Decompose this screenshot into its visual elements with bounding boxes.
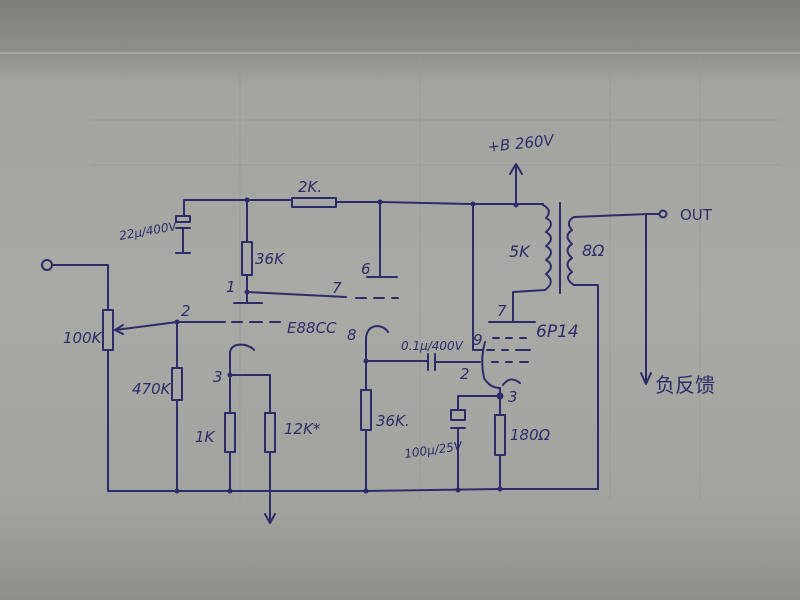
output-terminal — [658, 209, 668, 219]
plate-resistor — [241, 241, 253, 276]
wiper-arrow — [114, 321, 178, 335]
output-grid-resistor-label: 36K. — [376, 412, 410, 430]
secondary-label: 8Ω — [582, 241, 605, 260]
pin-label: 3 — [508, 388, 518, 406]
pin-label: 8 — [347, 326, 357, 344]
input-wire — [51, 264, 109, 311]
grid-resistor-label: 470K — [132, 380, 172, 398]
paper-edge — [0, 52, 800, 54]
pin-label: 3 — [213, 368, 223, 386]
output-cathode-resistor-label: 180Ω — [510, 426, 551, 444]
node — [244, 289, 250, 295]
plate-resistor-label: 36K — [255, 250, 285, 268]
decoupling-resistor-label: 2K. — [298, 178, 322, 196]
decoupling-cap-label: 22µ/400V — [118, 219, 178, 243]
feedback-arrow — [640, 213, 652, 385]
pin-label: 2 — [460, 365, 470, 383]
cathode-resistor-label: 1K — [195, 428, 216, 446]
primary-coil — [542, 204, 552, 291]
e88cc-plate1 — [233, 291, 399, 304]
p14-label: 6P14 — [536, 322, 579, 342]
volume-pot — [102, 309, 114, 351]
feedback-resistor-label: 12K* — [284, 420, 321, 438]
p14-cathode — [481, 341, 521, 389]
p14-grids — [472, 203, 531, 363]
pin-label: 9 — [473, 331, 483, 349]
secondary-ground — [573, 284, 599, 490]
cathode-resistor — [224, 412, 236, 453]
pin-label: 6 — [361, 260, 371, 278]
supply-rail — [246, 199, 544, 205]
output-cathode-cap-label: 100µ/25V — [403, 439, 463, 461]
node — [174, 488, 180, 494]
output-label: OUT — [680, 206, 713, 224]
grid-resistor — [171, 367, 183, 401]
output-cathode-resistor — [494, 414, 506, 456]
ground-rail — [107, 488, 599, 492]
supply-arrow — [509, 163, 523, 206]
output-cathode-cap — [450, 395, 501, 491]
e88cc-cathode2 — [365, 325, 389, 362]
coupling-cap-label: 0.1µ/400V — [401, 339, 464, 353]
supply-label: +B 260V — [487, 131, 557, 156]
paper-grid — [90, 60, 780, 500]
e88cc-label: E88CC — [287, 319, 337, 337]
decoupling-resistor — [291, 197, 337, 208]
pin-label: 7 — [497, 302, 507, 320]
coupling-cap — [365, 353, 481, 371]
pin-label: 1 — [226, 278, 236, 296]
feedback-resistor — [264, 412, 276, 453]
p14-plate — [488, 289, 546, 323]
secondary-coil — [566, 216, 575, 286]
pin-label: 2 — [181, 302, 191, 320]
e88cc-plate2 — [366, 201, 398, 278]
output-wire — [573, 213, 660, 218]
pot-label: 100K — [63, 329, 103, 347]
e88cc-cathode1 — [229, 343, 255, 376]
output-grid-resistor — [360, 389, 372, 431]
input-jack — [41, 259, 53, 271]
feedback-wire — [229, 374, 276, 524]
pin-label: 7 — [332, 279, 342, 297]
feedback-label: 负反馈 — [655, 373, 715, 397]
primary-label: 5K — [509, 242, 531, 261]
decoupling-cap — [175, 199, 248, 254]
